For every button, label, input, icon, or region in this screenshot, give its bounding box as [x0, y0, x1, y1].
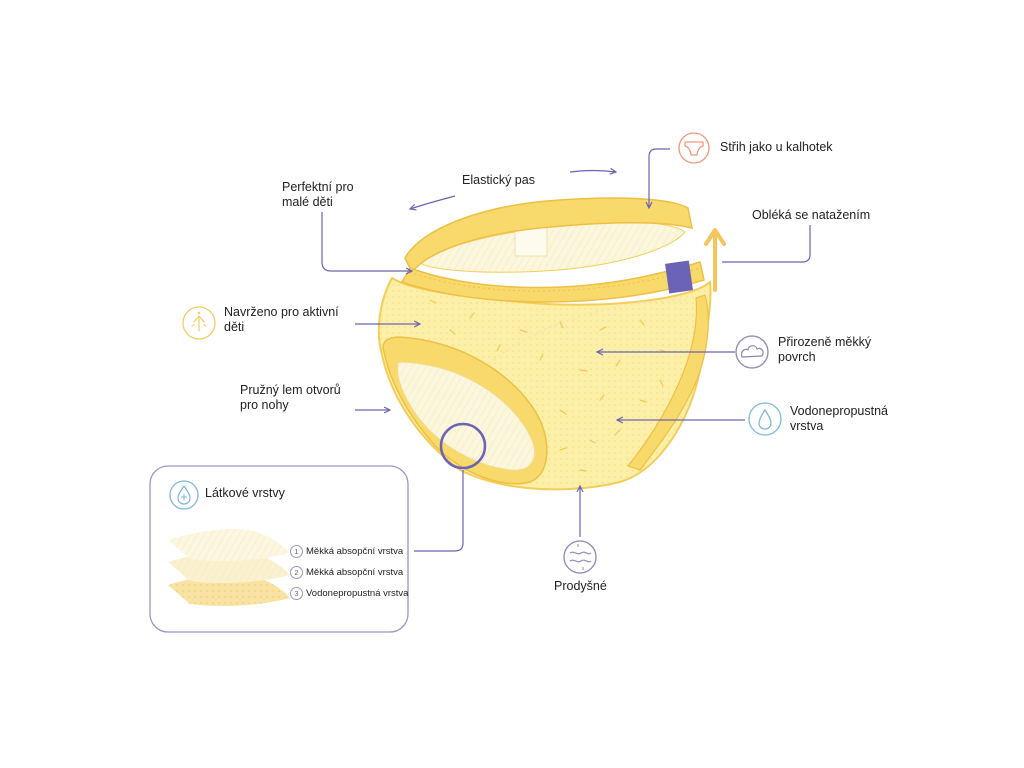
- water-drop-icon: [748, 402, 782, 436]
- label-elastic-waist: Elastický pas: [462, 173, 535, 187]
- layer-number: 2: [290, 566, 303, 579]
- layer-label: Vodonepropustná vrstva: [306, 588, 409, 599]
- label-breathable: Prodyšné: [554, 579, 607, 593]
- layer-label: Měkká absopční vrstva: [306, 546, 404, 557]
- panties-icon: [678, 132, 710, 164]
- layers-box-title: Látkové vrstvy: [205, 486, 285, 500]
- label-leg-openings: Pružný lem otvorů pro nohy: [240, 383, 341, 412]
- training-pants-illustration: [377, 197, 712, 491]
- sparkle-icon: [182, 306, 216, 340]
- layer-item: 1 Měkká absopční vrstva: [290, 545, 403, 558]
- layer-stack-illustration: [168, 529, 290, 606]
- leader-lines: [321, 148, 811, 552]
- label-pull-on: Obléká se natažením: [752, 208, 871, 222]
- layer-item: 2 Měkká absopční vrstva: [290, 566, 403, 579]
- label-active-kids: Navrženo pro aktivní děti: [224, 305, 339, 334]
- layer-number: 3: [290, 587, 303, 600]
- cloud-soft-icon: [735, 335, 769, 369]
- breathable-waves-icon: [563, 540, 597, 574]
- drop-plus-icon: [169, 480, 199, 510]
- label-soft-surface: Přirozeně měkký povrch: [778, 335, 872, 364]
- label-cut-like-panties: Střih jako u kalhotek: [720, 140, 833, 154]
- layer-number: 1: [290, 545, 303, 558]
- zoom-circle: [439, 422, 487, 470]
- layer-label: Měkká absopční vrstva: [306, 567, 404, 578]
- fabric-layers-box: [149, 465, 409, 633]
- label-waterproof: Vodonepropustná vrstva: [790, 404, 889, 433]
- up-arrow-icon: [704, 228, 726, 292]
- label-perfect-small: Perfektní pro malé děti: [282, 180, 354, 209]
- layer-item: 3 Vodonepropustná vrstva: [290, 587, 408, 600]
